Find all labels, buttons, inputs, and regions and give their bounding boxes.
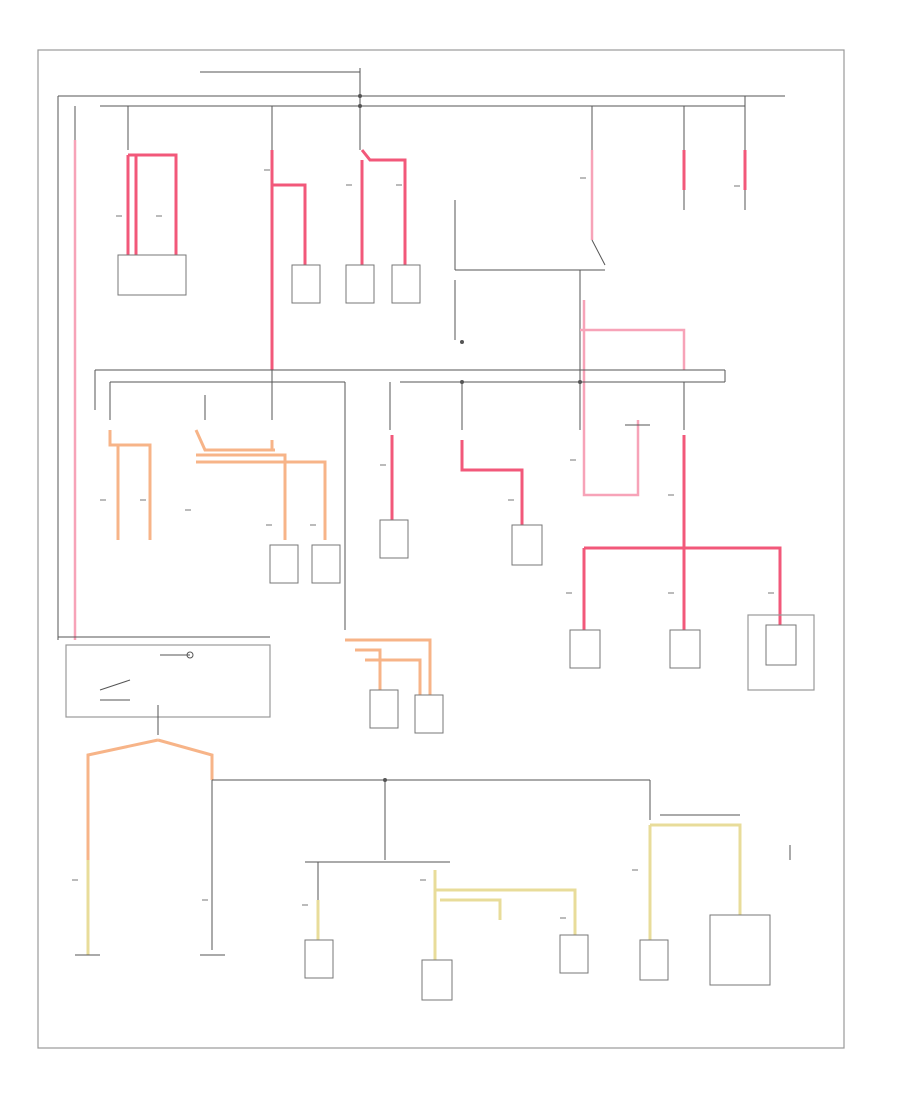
top-section-components: [117, 254, 421, 304]
ignition-switch-block: [58, 636, 271, 735]
component-box: [765, 624, 797, 666]
connector-ticks: [72, 169, 774, 919]
component-box: [369, 689, 399, 729]
right-top-pink-loop: [580, 190, 746, 385]
bottom-left-terminals: [75, 860, 225, 956]
component-box: [311, 544, 341, 584]
component-box: [559, 934, 589, 974]
middle-bus: [94, 369, 726, 630]
component-box: [414, 694, 444, 734]
component-box: [379, 519, 409, 559]
component-box: [291, 264, 321, 304]
component-box: [511, 524, 543, 566]
top-fuse-row: [74, 106, 746, 150]
middle-center-red-wires: [379, 435, 543, 566]
relay-frame: [747, 614, 815, 691]
center-switch-top: [454, 200, 606, 385]
component-box: [421, 959, 453, 1001]
bottom-right-wires: [639, 814, 791, 986]
component-box: [269, 544, 299, 584]
component-box: [569, 629, 601, 669]
diagram-frame: [37, 49, 845, 1049]
middle-right-components: [569, 614, 815, 691]
component-box: [709, 914, 771, 986]
middle-left-orange-wires: [108, 429, 327, 540]
component-box: [639, 939, 669, 981]
top-power-bus: [57, 68, 785, 640]
center-orange-bundle: [345, 638, 444, 734]
component-box: [669, 629, 701, 669]
component-box: [345, 264, 375, 304]
top-section-red-wires: [73, 140, 747, 640]
component-box: [304, 939, 334, 979]
component-box: [117, 254, 187, 296]
bottom-orange-feed: [86, 738, 651, 950]
bottom-center-wires: [304, 861, 589, 1001]
middle-left-components: [269, 544, 341, 584]
component-box: [391, 264, 421, 304]
middle-right-pink-wires: [582, 385, 782, 630]
